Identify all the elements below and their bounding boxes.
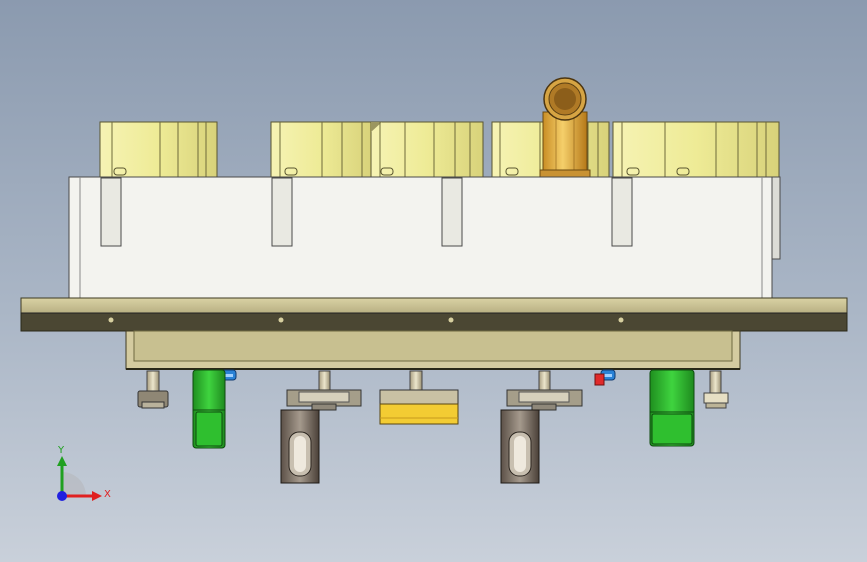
cylinder-5[interactable]	[612, 121, 780, 179]
cylinder-2[interactable]	[270, 121, 372, 179]
red-fitting[interactable]	[594, 373, 605, 386]
triad-x-arrowhead	[92, 491, 102, 501]
roller-assembly-left[interactable]	[280, 370, 362, 484]
locating-pin-left[interactable]	[137, 370, 169, 409]
lower-plate[interactable]	[125, 330, 741, 370]
triad-y-label: Y	[57, 445, 65, 456]
pipe-elbow-fitting[interactable]	[539, 77, 591, 179]
white-base-block[interactable]	[68, 176, 781, 299]
locating-pin-right[interactable]	[703, 370, 729, 409]
yellow-block-part[interactable]	[379, 370, 459, 425]
main-plate[interactable]	[20, 297, 848, 332]
triad-z-axis-dot	[57, 491, 67, 501]
triad-y-arrowhead	[57, 456, 67, 466]
green-clamp-right[interactable]	[649, 369, 695, 447]
cylinder-1[interactable]	[99, 121, 218, 179]
roller-assembly-right[interactable]	[500, 370, 583, 484]
green-clamp-left[interactable]	[192, 369, 226, 449]
triad-x-label: X	[104, 489, 111, 500]
